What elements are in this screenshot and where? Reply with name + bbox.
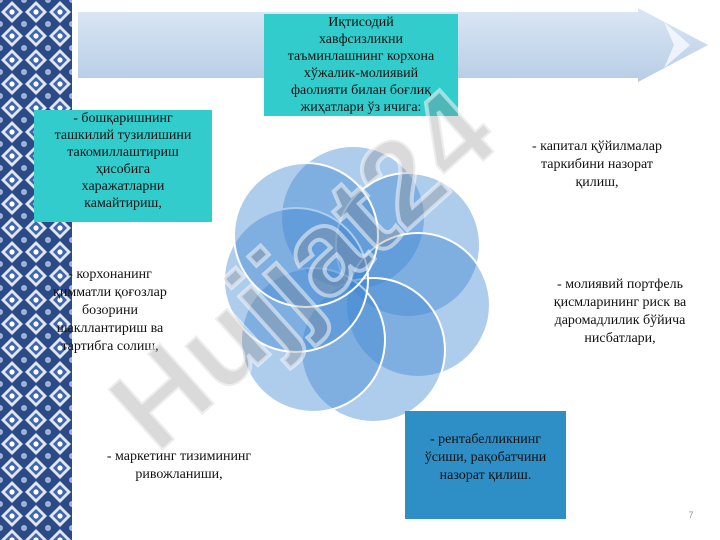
tile-pattern-border: [0, 0, 72, 540]
title-line: таъминлашнинг корхона: [287, 49, 435, 64]
item-line: қимматли қоғозлар: [53, 285, 167, 300]
item-line: даромадлилик бўйича: [554, 313, 686, 328]
item-line: ўсиши, рақобатчини: [424, 450, 547, 465]
item-portfolio-ratio: - молиявий портфель қисмларининг риск ва…: [530, 276, 710, 348]
title-line: хўжалик-молиявий: [303, 66, 419, 81]
item-line: нисбатлари,: [584, 331, 656, 346]
item-line: ҳисобига: [95, 162, 151, 177]
diagram-petal: [223, 207, 369, 353]
diagram-petal: [240, 267, 386, 413]
diagram-petal: [335, 172, 481, 318]
title-line: Иқтисодий: [328, 15, 394, 30]
item-line: тартибга солиш,: [61, 339, 159, 354]
item-profitability-box: - рентабелликнинг ўсиши, рақобатчини наз…: [405, 411, 566, 519]
item-line: ташкилий тузилишини: [54, 128, 192, 143]
item-line: харажатларни: [81, 179, 165, 194]
diagram-petal: [345, 232, 491, 378]
diagram-petal: [233, 162, 379, 308]
item-line: ривожланиши,: [135, 467, 223, 482]
item-cost-reduction-box: - бошқаришнинг ташкилий тузилишини таком…: [34, 110, 212, 222]
item-line: таркибини назорат: [540, 157, 654, 172]
title-line: жиҳатлари ўз ичига:: [300, 100, 422, 115]
item-line: қилиш,: [575, 175, 619, 190]
item-securities-market: - корхонанинг қимматли қоғозлар бозорини…: [30, 266, 190, 356]
item-line: шакллантириш ва: [56, 321, 164, 336]
item-line: бозорини: [81, 303, 139, 318]
page-number: 7: [688, 510, 694, 520]
item-line: такомиллаштириш: [67, 145, 179, 160]
cycle-diagram: [223, 145, 491, 423]
item-line: назорат қилиш.: [439, 468, 532, 483]
item-line: - маркетинг тизимининг: [106, 449, 252, 464]
item-capital-investment: - капитал қўйилмалар таркибини назорат қ…: [512, 138, 682, 192]
title-box: Иқтисодий хавфсизликни таъминлашнинг кор…: [264, 14, 458, 116]
item-line: - корхонанинг: [68, 267, 152, 282]
item-line: камайтириш,: [84, 196, 162, 211]
item-line: қисмларининг риск ва: [553, 295, 687, 310]
item-line: - молиявий портфель: [557, 277, 683, 292]
item-marketing-system: - маркетинг тизимининг ривожланиши,: [76, 448, 282, 484]
item-line: - бошқаришнинг: [73, 111, 173, 126]
title-line: хавфсизликни: [318, 32, 404, 47]
title-line: фаолияти билан боғлиқ: [290, 83, 432, 98]
diagram-petal: [300, 277, 446, 423]
item-line: - капитал қўйилмалар: [532, 139, 662, 154]
item-line: - рентабелликнинг: [429, 432, 541, 447]
